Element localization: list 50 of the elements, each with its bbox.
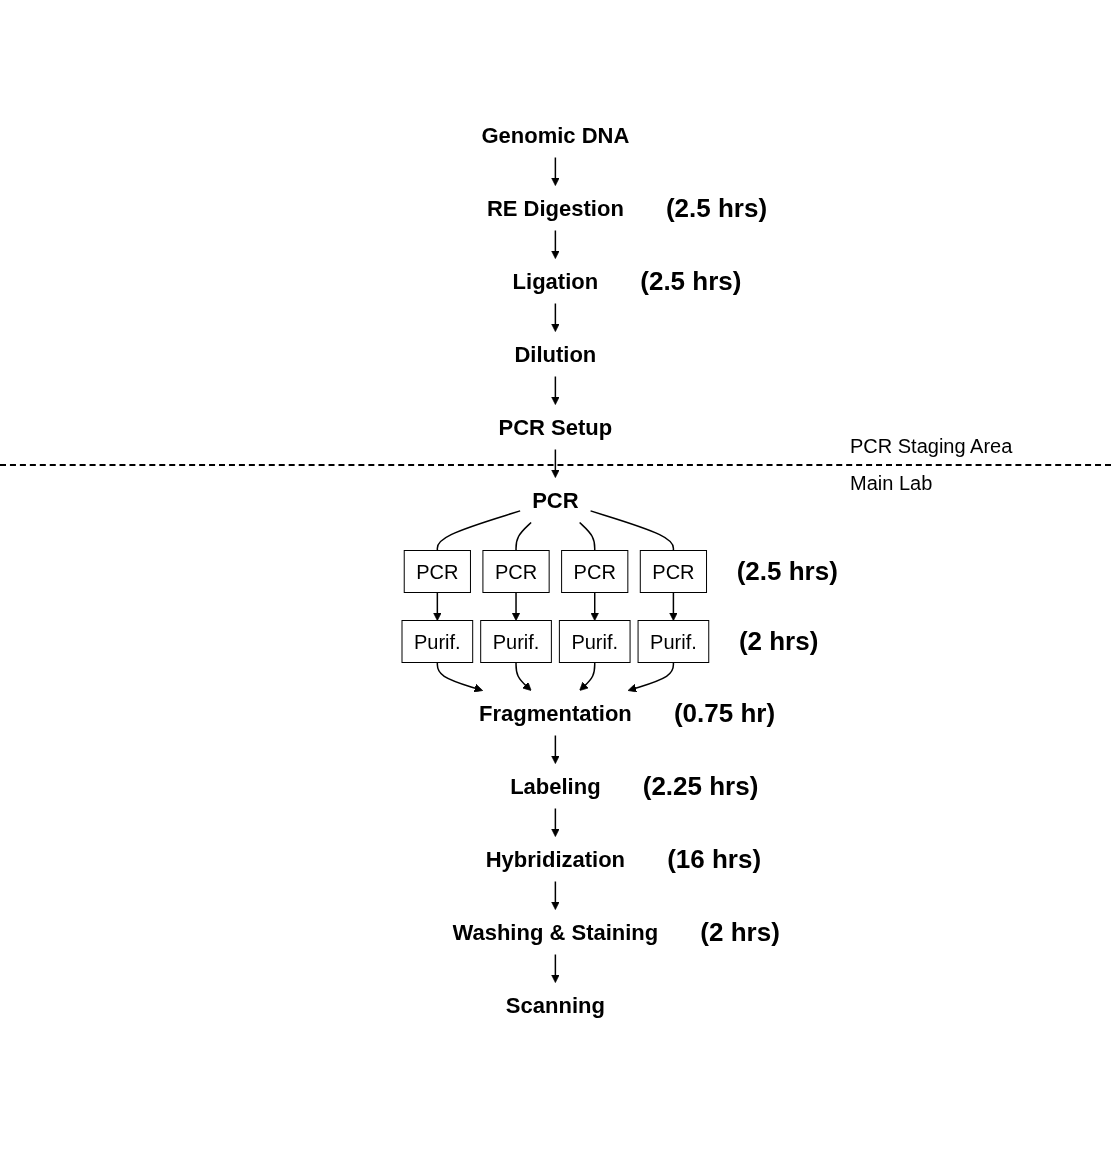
arrow — [669, 591, 678, 621]
connector — [590, 510, 675, 552]
node-box: Purif. — [480, 620, 552, 663]
node-text: RE Digestion — [487, 195, 624, 221]
node-text: PCR — [532, 487, 579, 513]
arrow — [627, 661, 675, 693]
node-box: PCR — [639, 550, 708, 593]
node-text: Hybridization — [485, 846, 626, 872]
node-box: Purif. — [637, 620, 710, 663]
arrow — [551, 734, 560, 764]
node-text: Fragmentation — [479, 700, 632, 726]
arrow — [551, 448, 560, 478]
arrow — [579, 661, 596, 691]
node-box: Purif. — [401, 620, 474, 663]
duration-label: (2 hrs) — [738, 626, 819, 657]
duration-label: (2.5 hrs) — [736, 556, 838, 587]
arrow — [551, 880, 560, 910]
arrow — [551, 156, 560, 186]
node-text: Labeling — [510, 773, 601, 799]
node-text: Scanning — [505, 992, 606, 1018]
node-box: PCR — [561, 550, 629, 593]
area-label: PCR Staging Area — [850, 434, 1013, 458]
duration-label: (0.75 hr) — [673, 697, 776, 729]
area-label: Main Lab — [850, 471, 933, 495]
duration-label: (16 hrs) — [667, 843, 762, 875]
duration-label: (2.5 hrs) — [640, 265, 742, 297]
duration-label: (2.25 hrs) — [642, 770, 759, 802]
connector — [436, 510, 521, 552]
connector — [515, 521, 532, 552]
arrow — [436, 661, 484, 693]
arrow — [551, 302, 560, 332]
arrow — [590, 591, 600, 621]
node-box: PCR — [482, 550, 550, 593]
arrow — [433, 591, 442, 621]
node-text: Dilution — [514, 341, 597, 367]
arrow — [551, 375, 560, 405]
arrow — [511, 591, 521, 621]
node-box: Purif. — [559, 620, 631, 663]
arrow — [551, 953, 560, 983]
arrow — [551, 229, 560, 259]
node-text: Ligation — [512, 268, 599, 294]
node-text: Washing & Staining — [452, 919, 659, 945]
node-text: Genomic DNA — [481, 122, 630, 148]
duration-label: (2 hrs) — [700, 916, 780, 948]
arrow — [551, 807, 560, 837]
node-text: PCR Setup — [498, 414, 613, 440]
arrow — [515, 661, 532, 691]
node-box: PCR — [403, 550, 472, 593]
connector — [579, 521, 596, 552]
duration-label: (2.5 hrs) — [665, 192, 768, 224]
